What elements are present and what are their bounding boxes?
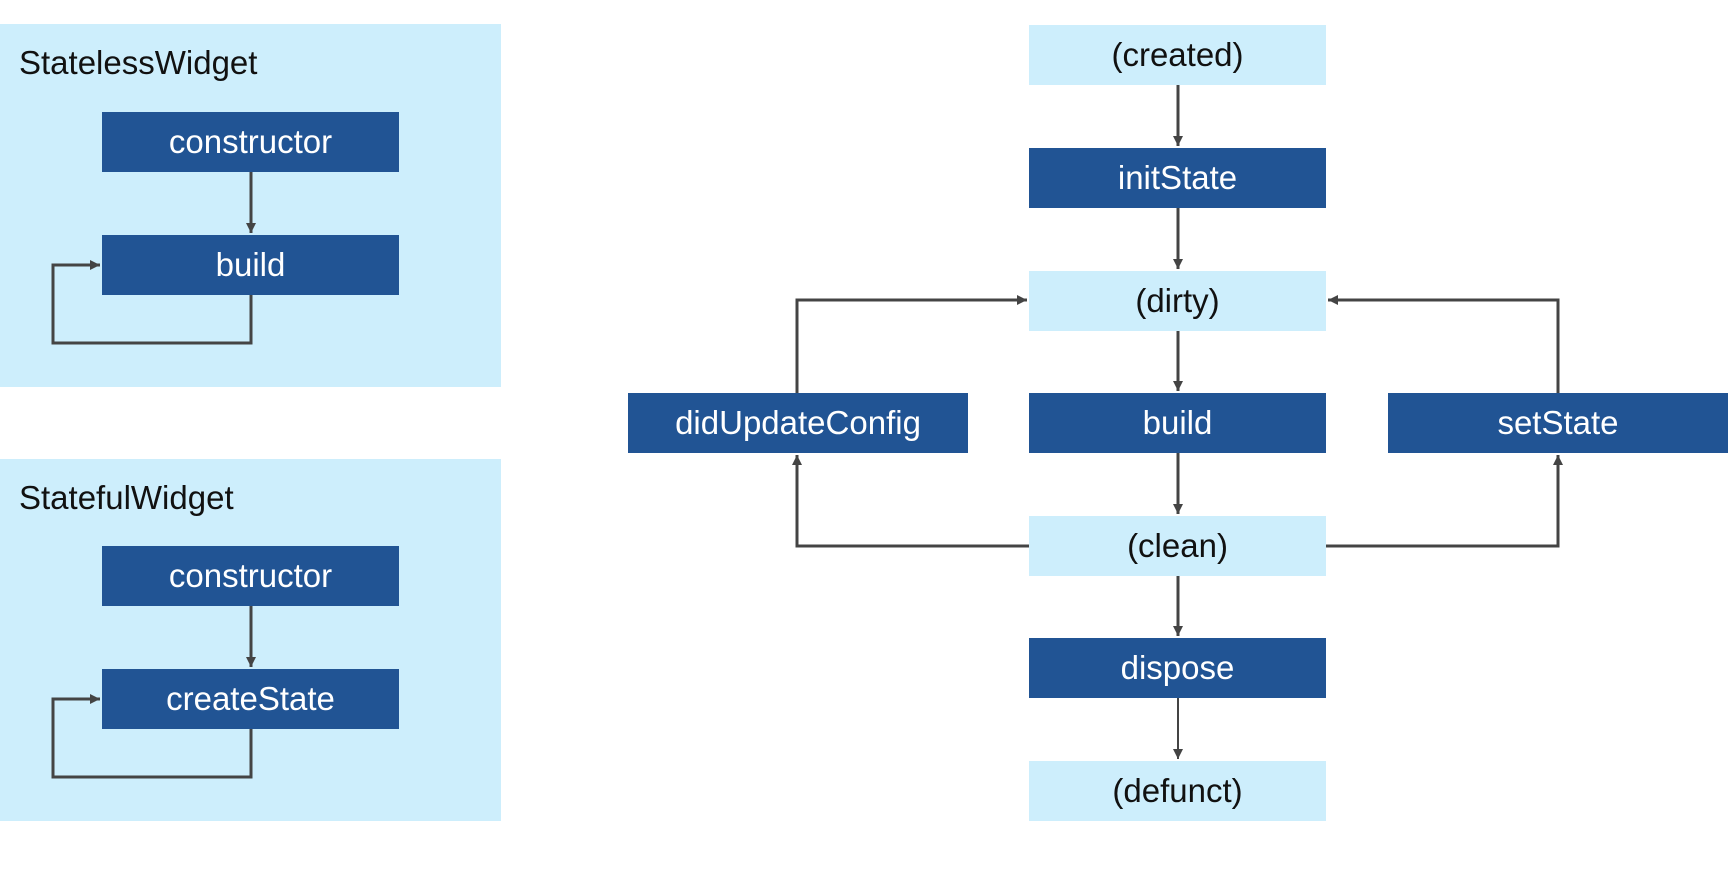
stateless-constructor-box: constructor xyxy=(102,112,399,172)
set-state-box: setState xyxy=(1388,393,1728,453)
did-update-config-to-dirty-arrow xyxy=(795,295,1027,393)
stateless-widget-panel: StatelessWidget xyxy=(0,24,501,387)
stateful-widget-title: StatefulWidget xyxy=(19,479,234,516)
defunct-state-box: (defunct) xyxy=(1029,761,1326,821)
build-box: build xyxy=(1029,393,1326,453)
create-state-box: createState xyxy=(102,669,399,729)
created-state-box: (created) xyxy=(1029,25,1326,85)
stateful-constructor-box: constructor xyxy=(102,546,399,606)
clean-state-box: (clean) xyxy=(1029,516,1326,576)
stateless-build-box: build xyxy=(102,235,399,295)
clean-to-did-update-config-arrow xyxy=(792,455,1029,548)
init-state-box: initState xyxy=(1029,148,1326,208)
did-update-config-box: didUpdateConfig xyxy=(628,393,968,453)
stateless-widget-title: StatelessWidget xyxy=(19,44,258,81)
stateful-widget-panel: StatefulWidget xyxy=(0,459,501,821)
set-state-to-dirty-arrow xyxy=(1328,295,1560,393)
dispose-box: dispose xyxy=(1029,638,1326,698)
clean-to-set-state-arrow xyxy=(1326,455,1563,548)
dirty-state-box: (dirty) xyxy=(1029,271,1326,331)
